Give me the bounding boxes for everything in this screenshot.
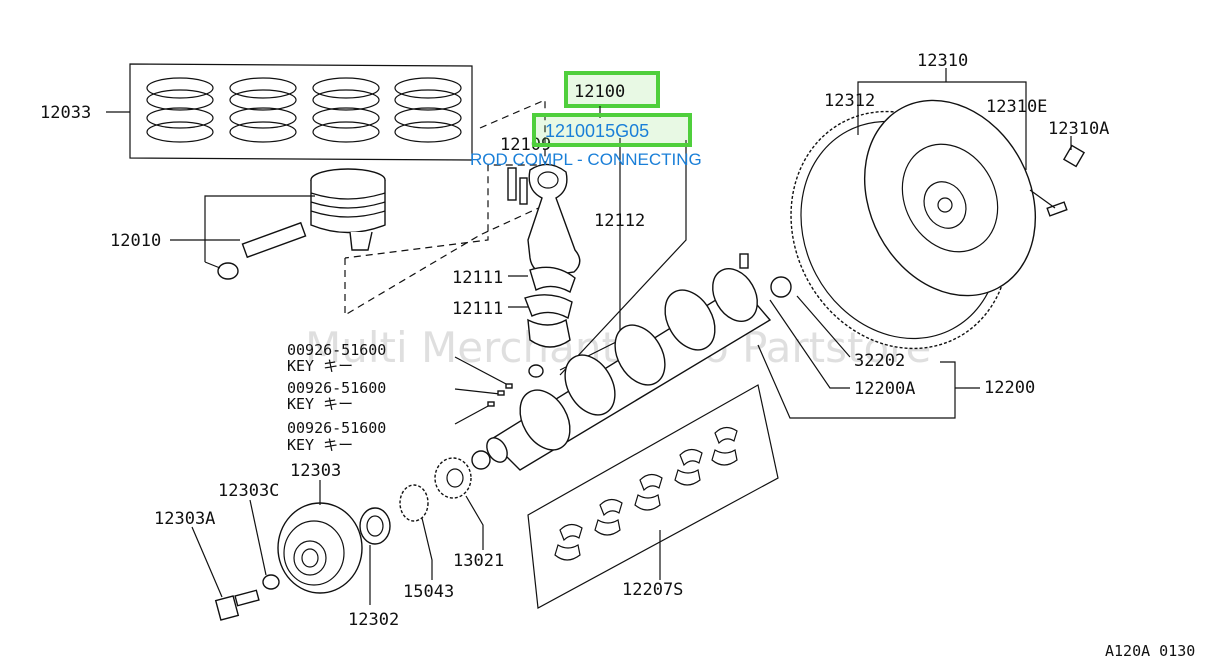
- label-12310[interactable]: 12310: [917, 51, 968, 71]
- highlight-part-no[interactable]: 12100: [574, 82, 625, 102]
- label-12303C[interactable]: 12303C: [218, 481, 279, 501]
- main-bearings-group: [527, 384, 779, 609]
- highlight-oem-no[interactable]: 1210015G05: [545, 121, 649, 141]
- label-key1-number[interactable]: 00926-51600: [287, 341, 386, 359]
- piston-rings-group: [106, 63, 473, 161]
- highlight-description: ROD COMPL - CONNECTING: [470, 150, 702, 169]
- diagram-reference: A120A 0130: [1105, 642, 1195, 660]
- label-key3-name: KEY キー: [287, 436, 353, 454]
- label-key3-number[interactable]: 00926-51600: [287, 419, 386, 437]
- label-12302[interactable]: 12302: [348, 610, 399, 630]
- label-12303A[interactable]: 12303A: [154, 509, 215, 529]
- label-12111-lower[interactable]: 12111: [452, 299, 503, 319]
- label-12111-upper[interactable]: 12111: [452, 268, 503, 288]
- cylinder-dashed-outline: [344, 99, 546, 317]
- highlight-box-oem[interactable]: [532, 113, 692, 147]
- crankshaft-group: [486, 253, 980, 471]
- label-32202[interactable]: 32202: [854, 351, 905, 371]
- label-15043[interactable]: 15043: [403, 582, 454, 602]
- label-12200A[interactable]: 12200A: [854, 379, 915, 399]
- label-12033[interactable]: 12033: [40, 103, 91, 123]
- keys-group: [454, 356, 513, 425]
- label-12310E[interactable]: 12310E: [986, 97, 1047, 117]
- highlight-box-12100[interactable]: [564, 71, 660, 108]
- label-key2-name: KEY キー: [287, 395, 353, 413]
- label-13021[interactable]: 13021: [453, 551, 504, 571]
- label-12312[interactable]: 12312: [824, 91, 875, 111]
- label-12109[interactable]: 12109: [500, 135, 551, 155]
- connecting-rod-group: [507, 138, 687, 376]
- label-12207S[interactable]: 12207S: [622, 580, 683, 600]
- label-12112[interactable]: 12112: [594, 211, 645, 231]
- label-key2-number[interactable]: 00926-51600: [287, 379, 386, 397]
- label-key1-name: KEY キー: [287, 357, 353, 375]
- label-12303[interactable]: 12303: [290, 461, 341, 481]
- label-12200[interactable]: 12200: [984, 378, 1035, 398]
- label-12310A[interactable]: 12310A: [1048, 119, 1109, 139]
- piston-group: [170, 168, 386, 280]
- label-12010[interactable]: 12010: [110, 231, 161, 251]
- flywheel-group: [790, 68, 1086, 350]
- front-parts-group: [191, 450, 491, 621]
